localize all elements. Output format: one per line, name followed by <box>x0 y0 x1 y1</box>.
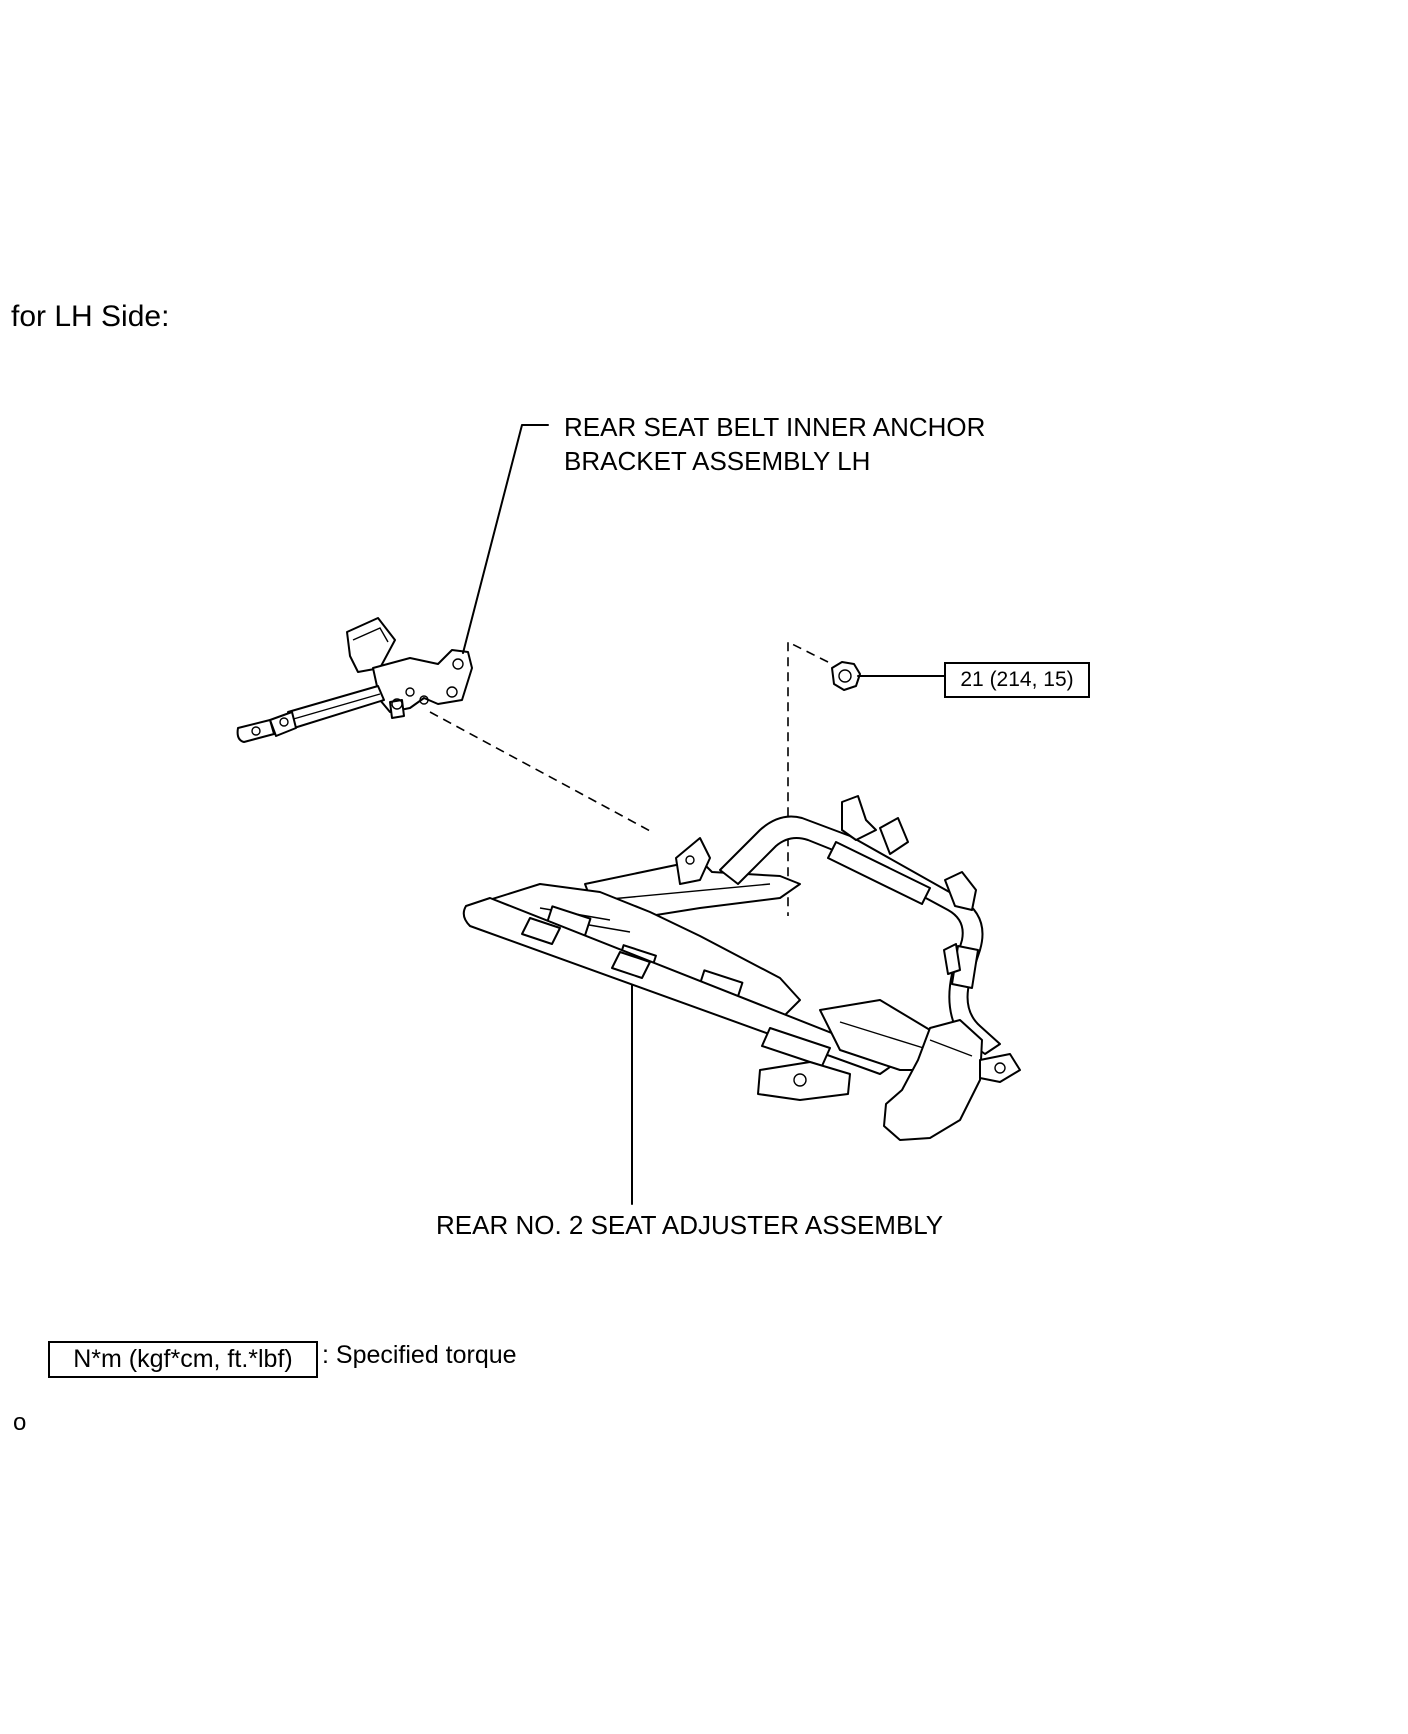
side-title: for LH Side: <box>11 300 170 333</box>
anchor-bracket-label-line2: BRACKET ASSEMBLY LH <box>564 446 871 476</box>
footer-mark: o <box>13 1409 27 1436</box>
nut-alignment-dash <box>787 640 829 916</box>
legend-torque-box: N*m (kgf*cm, ft.*lbf) <box>48 1341 318 1378</box>
torque-spec-value: 21 (214, 15) <box>960 668 1074 691</box>
anchor-leader-line <box>462 424 549 654</box>
anchor-bracket-label: REAR SEAT BELT INNER ANCHOR BRACKET ASSE… <box>564 410 985 478</box>
torque-spec-box: 21 (214, 15) <box>944 662 1090 698</box>
legend-unit-text: N*m (kgf*cm, ft.*lbf) <box>73 1345 293 1373</box>
legend-description: : Specified torque <box>322 1341 517 1369</box>
anchor-bracket-label-line1: REAR SEAT BELT INNER ANCHOR <box>564 412 986 442</box>
seat-adjuster-drawing <box>462 795 1021 1141</box>
nut-drawing <box>831 661 861 691</box>
seat-adjuster-label: REAR NO. 2 SEAT ADJUSTER ASSEMBLY <box>436 1210 944 1240</box>
anchor-bracket-drawing <box>236 617 473 743</box>
anchor-alignment-dash <box>429 711 653 833</box>
